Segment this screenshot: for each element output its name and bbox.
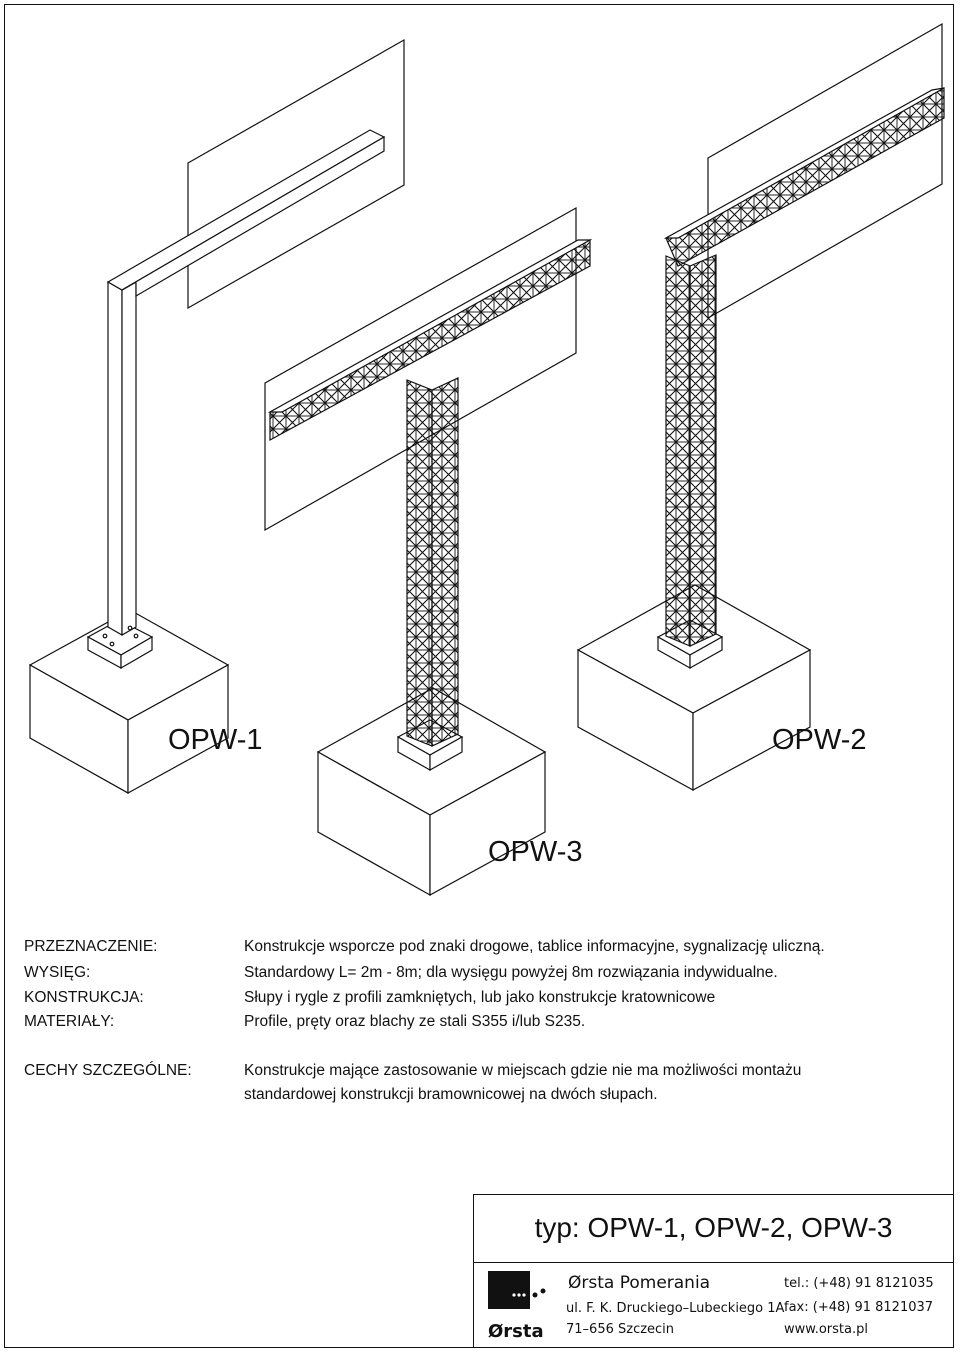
spec-value-materials: Profile, pręty oraz blachy ze stali S355…	[244, 1013, 586, 1030]
label-opw1: OPW-1	[168, 724, 263, 756]
opw2-beam-top	[663, 87, 945, 239]
company-street: ul. F. K. Druckiego–Lubeckiego 1A	[566, 1301, 785, 1316]
spec-value-construction: Słupy i rygle z profili zamkniętych, lub…	[244, 989, 716, 1006]
spec-key-construction: KONSTRUKCJA:	[24, 989, 144, 1006]
opw1-column-front	[107, 280, 123, 637]
spec-key-purpose: PRZEZNACZENIE:	[24, 938, 158, 955]
opw2-column-front	[665, 255, 691, 647]
title-block: typ: OPW-1, OPW-2, OPW-3 Ørsta Ørsta Pom…	[473, 1194, 954, 1348]
company-fax: fax: (+48) 91 8121037	[784, 1300, 934, 1315]
opw2-column-side	[689, 254, 717, 647]
spec-value-features-line1: Konstrukcje mające zastosowanie w miejsc…	[244, 1062, 802, 1079]
opw3-column-side	[431, 377, 459, 747]
spec-key-materials: MATERIAŁY:	[24, 1013, 115, 1030]
spec-value-purpose: Konstrukcje wsporcze pod znaki drogowe, …	[244, 938, 825, 955]
opw3-foundation-right	[429, 750, 546, 897]
spec-key-features: CECHY SZCZEGÓLNE:	[24, 1062, 192, 1079]
orsta-logo: Ørsta	[488, 1271, 546, 1342]
spec-value-reach: Standardowy L= 2m - 8m; dla wysięgu powy…	[244, 964, 778, 981]
spec-key-reach: WYSIĘG:	[24, 964, 91, 981]
opw1-beam-side	[121, 135, 385, 298]
spec-value-features-line2: standardowej konstrukcji bramownicowej n…	[244, 1086, 658, 1103]
company-city: 71–656 Szczecin	[566, 1322, 675, 1337]
opw1-foundation-right	[127, 663, 229, 795]
opw2-structure	[576, 22, 945, 792]
company-www[interactable]: www.orsta.pl	[784, 1322, 868, 1337]
opw3-structure	[264, 206, 593, 897]
opw1-column-side	[121, 280, 137, 637]
logo-text: Ørsta	[488, 1321, 544, 1342]
label-opw2: OPW-2	[772, 724, 867, 756]
opw2-foundation-right	[692, 648, 811, 792]
opw3-beam-top	[267, 239, 593, 413]
company-tel: tel.: (+48) 91 8121035	[784, 1276, 934, 1291]
opw3-column-front	[406, 379, 433, 747]
opw1-structure	[28, 38, 405, 795]
title-type: typ: OPW-1, OPW-2, OPW-3	[474, 1195, 953, 1263]
company-name: Ørsta Pomerania	[568, 1273, 711, 1293]
label-opw3: OPW-3	[488, 836, 583, 868]
